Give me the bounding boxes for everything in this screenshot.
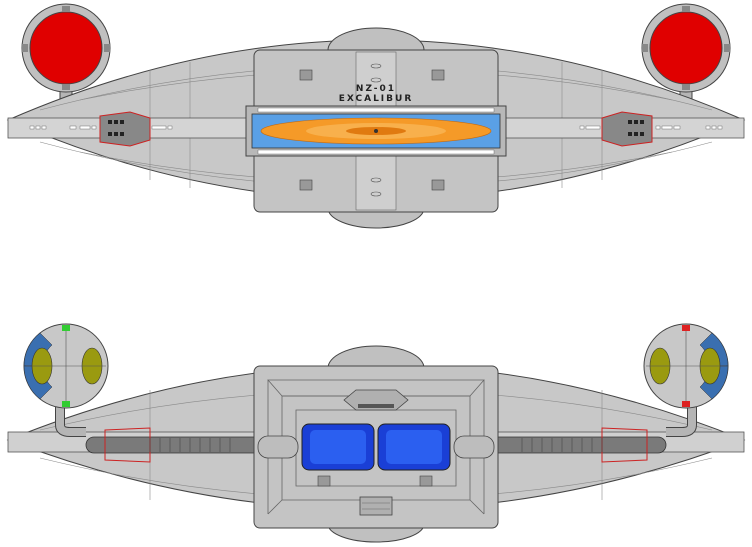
- registry-number: NZ-01: [356, 84, 396, 94]
- ventral-cargo-hatch: [359, 496, 393, 516]
- warp-pod-right: [641, 3, 731, 93]
- warp-pod-icon: [649, 11, 723, 85]
- dorsal-intakes: [99, 111, 653, 147]
- warp-pod-icon: [29, 11, 103, 85]
- dorsal-view: NZ-01 EXCALIBUR: [6, 3, 746, 229]
- ventral-central-block: [253, 365, 499, 529]
- ventral-view: [6, 323, 746, 543]
- core-window-dots: [257, 107, 495, 155]
- dorsal-centerline-ovals: [370, 63, 382, 197]
- warp-pod-left: [21, 3, 111, 93]
- ventral-pod-left: [23, 323, 109, 409]
- dorsal-hatches: [299, 69, 445, 191]
- ventral-right-pylon: [666, 405, 696, 436]
- ventral-left-stub: [257, 435, 299, 459]
- registry-name: EXCALIBUR: [339, 94, 414, 104]
- ventral-left-pylon: [56, 405, 86, 436]
- ventral-pod-right: [643, 323, 729, 409]
- ventral-right-stub: [453, 435, 495, 459]
- hatch-icon: [317, 475, 433, 487]
